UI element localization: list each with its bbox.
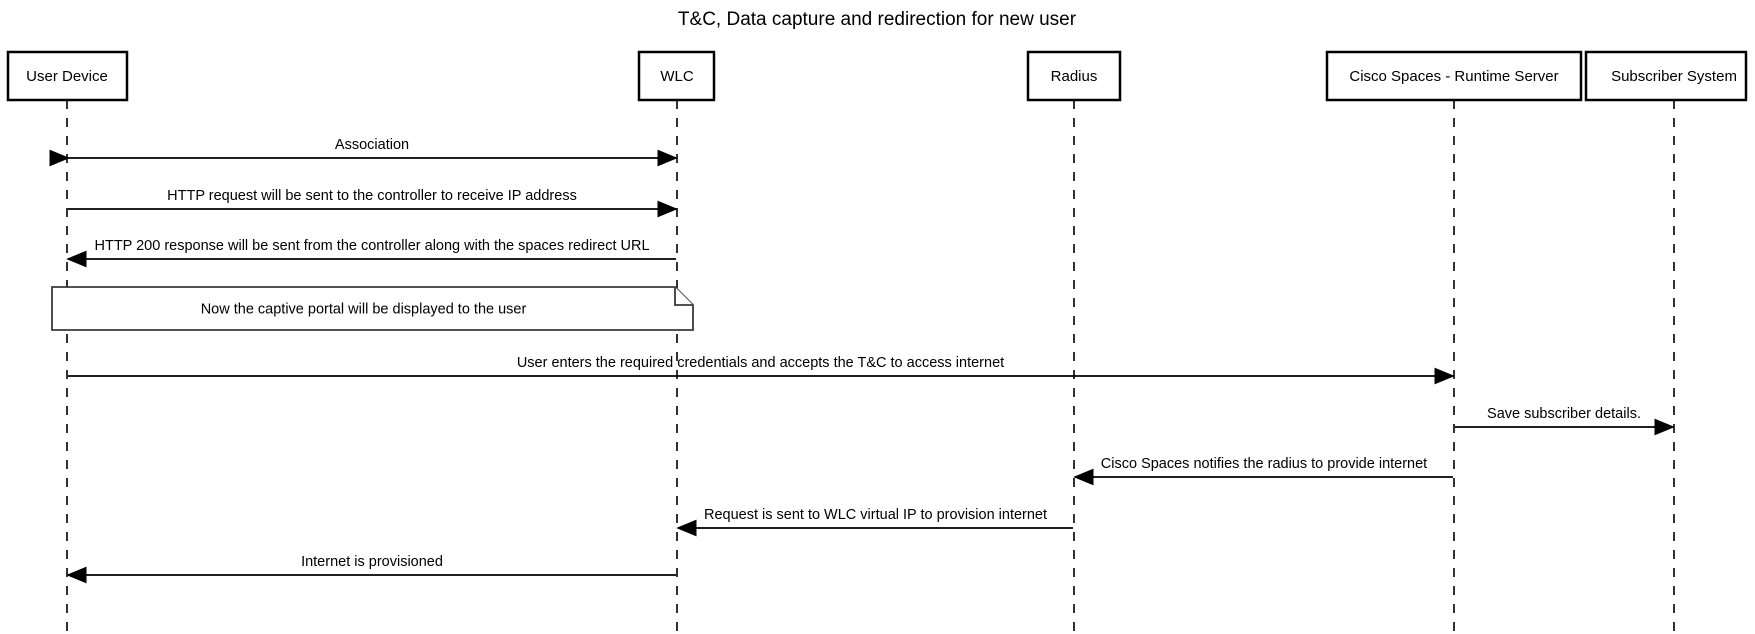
message-2[interactable]: HTTP request will be sent to the control…	[68, 188, 678, 218]
participant-box-wlc	[637, 50, 716, 102]
participant-box-user-device	[6, 50, 129, 102]
note-fold-corner-icon	[674, 287, 693, 306]
participant-box-subscriber-system	[1584, 50, 1748, 102]
diagram-title: T&C, Data capture and redirection for ne…	[678, 9, 1077, 30]
message-4[interactable]: User enters the required credentials and…	[68, 355, 1455, 385]
message-label-6: Cisco Spaces notifies the radius to prov…	[1101, 456, 1427, 472]
message-3[interactable]: HTTP 200 response will be sent from the …	[66, 238, 676, 268]
message-label-5: Save subscriber details.	[1487, 406, 1641, 422]
note-label: Now the captive portal will be displayed…	[201, 302, 527, 318]
participant-box-radius	[1026, 50, 1122, 102]
participants-layer: User Device WLC Radius Cisco Spaces - Runti…	[6, 50, 1748, 102]
message-8[interactable]: Internet is provisioned	[66, 554, 676, 584]
participant-label-wlc: WLC	[660, 68, 694, 85]
participant-radius[interactable]: Radius	[1026, 50, 1122, 102]
message-label-8: Internet is provisioned	[301, 554, 443, 570]
message-label-3: HTTP 200 response will be sent from the …	[94, 238, 649, 254]
message-label-4: User enters the required credentials and…	[517, 355, 1004, 371]
participant-user-device[interactable]: User Device	[6, 50, 129, 102]
message-label-7: Request is sent to WLC virtual IP to pro…	[704, 507, 1047, 523]
message-5[interactable]: Save subscriber details.	[1455, 406, 1675, 436]
note-body	[51, 286, 694, 331]
message-6[interactable]: Cisco Spaces notifies the radius to prov…	[1073, 456, 1453, 486]
message-1[interactable]: Association	[49, 137, 678, 167]
participant-subscriber-system[interactable]: Subscriber System	[1584, 50, 1748, 102]
message-label-2: HTTP request will be sent to the control…	[167, 188, 577, 204]
participant-cisco-spaces[interactable]: Cisco Spaces - Runtime Server	[1325, 50, 1583, 102]
participant-label-cisco-spaces: Cisco Spaces - Runtime Server	[1349, 68, 1558, 85]
note-captive-portal-note[interactable]: Now the captive portal will be displayed…	[51, 286, 694, 331]
notes-layer: Now the captive portal will be displayed…	[51, 286, 694, 331]
participant-label-radius: Radius	[1051, 68, 1098, 85]
message-7[interactable]: Request is sent to WLC virtual IP to pro…	[676, 507, 1073, 537]
participant-label-subscriber-system: Subscriber System	[1611, 68, 1737, 85]
participant-wlc[interactable]: WLC	[637, 50, 716, 102]
participant-box-cisco-spaces	[1325, 50, 1583, 102]
participant-label-user-device: User Device	[26, 68, 108, 85]
message-label-1: Association	[335, 137, 409, 153]
